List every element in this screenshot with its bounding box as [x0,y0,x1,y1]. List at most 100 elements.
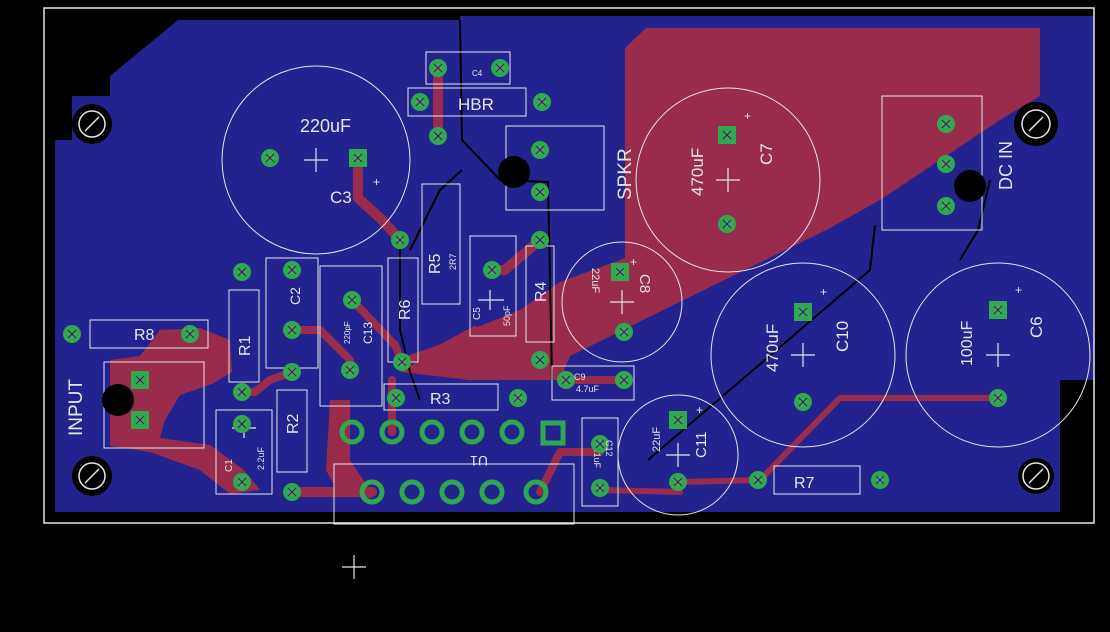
silkscreen-labels: 220uF C3 + C4 HBR SPKR 470uF C7 + DC IN … [66,69,1046,492]
u1-pin-6 [540,420,566,446]
pad [261,149,279,167]
c13-outline [319,265,383,407]
pad [937,155,955,173]
left-copper-bottom-trace [326,400,372,498]
r8-label: R8 [134,327,155,344]
pad [233,263,251,281]
c6-label: C6 [1027,316,1046,338]
pad [283,321,301,339]
pad [429,59,447,77]
r3-label: R3 [430,391,451,408]
dcin-label: DC IN [996,141,1016,190]
r5-value-label: 2R7 [448,253,458,270]
c8-value-label: 22uF [589,268,601,293]
u1-outline [333,463,575,525]
pad [349,149,367,167]
pad [591,479,609,497]
pad [989,389,1007,407]
trace-u1-c12 [536,448,604,496]
c12-value-label: .1uF [592,450,602,469]
connector-mount-hole [954,170,986,202]
r7-label: R7 [794,475,815,492]
pad [871,471,889,489]
pad [794,393,812,411]
u1-pin-9 [439,479,465,505]
c7-label: C7 [757,143,776,165]
c12-outline [581,417,619,507]
c5-outline [469,235,517,337]
c5-value-label: 50pF [502,305,512,326]
u1-pins [339,419,566,505]
mounting-hole-tr [1014,102,1058,146]
pad [341,361,359,379]
pad [718,215,736,233]
mounting-hole-bl [72,456,112,496]
c11-plus: + [696,403,703,417]
pad [531,231,549,249]
pad [181,325,199,343]
pad [989,301,1007,319]
r4-label: R4 [533,281,550,302]
pad [718,126,736,144]
pad [387,389,405,407]
c1-label: C1 [224,459,235,472]
c10-label: C10 [833,321,852,352]
r6-label: R6 [397,299,414,320]
c9-value-label: 4.7uF [576,384,600,394]
pad [283,261,301,279]
connector-mount-hole [102,384,134,416]
pad [393,353,411,371]
c7-plus: + [744,109,751,123]
dcin-outline [881,95,983,231]
pad [615,323,633,341]
pad [937,197,955,215]
pads [63,59,1007,501]
pad [343,291,361,309]
r7-outline [773,465,861,495]
c4-outline [425,51,511,85]
pad [531,141,549,159]
u1-pin-4 [459,419,485,445]
c9-outline [551,365,635,401]
hbr-outline [407,87,527,117]
c3-plus: + [373,175,380,189]
pad [794,303,812,321]
pad [391,231,409,249]
pad [615,371,633,389]
pad [233,473,251,491]
mounting-hole-tl [72,104,112,144]
c9-label: C9 [574,372,586,382]
input-copper-region [110,328,260,494]
c12-label: C12 [604,440,614,457]
c1-outline [215,409,273,495]
c8-outline [561,241,683,363]
c6-plus: + [1015,283,1022,297]
pad [669,473,687,491]
u1-pin-11 [523,479,549,505]
connector-mount-hole [498,156,530,188]
r5-outline [421,183,461,305]
r2-outline [276,389,308,473]
pad [233,415,251,433]
pad [533,93,551,111]
pad [531,351,549,369]
u1-pin-5 [499,419,525,445]
pad [531,183,549,201]
hbr-label: HBR [458,95,494,114]
c6-outline [905,262,1091,448]
u1-pin-1 [339,419,365,445]
c6-value-label: 100uF [959,320,976,366]
trace-c3-r5 [353,155,405,245]
pad [283,483,301,501]
r5-label: R5 [427,253,444,274]
pad [63,325,81,343]
pad [937,115,955,133]
board-outline [43,7,1095,524]
r1-label: R1 [237,335,254,356]
c11-label: C11 [693,432,710,458]
u1-pin-10 [479,479,505,505]
mounting-hole-br [1018,458,1054,494]
c10-outline [710,262,896,448]
trace-r7-c11 [597,487,683,495]
